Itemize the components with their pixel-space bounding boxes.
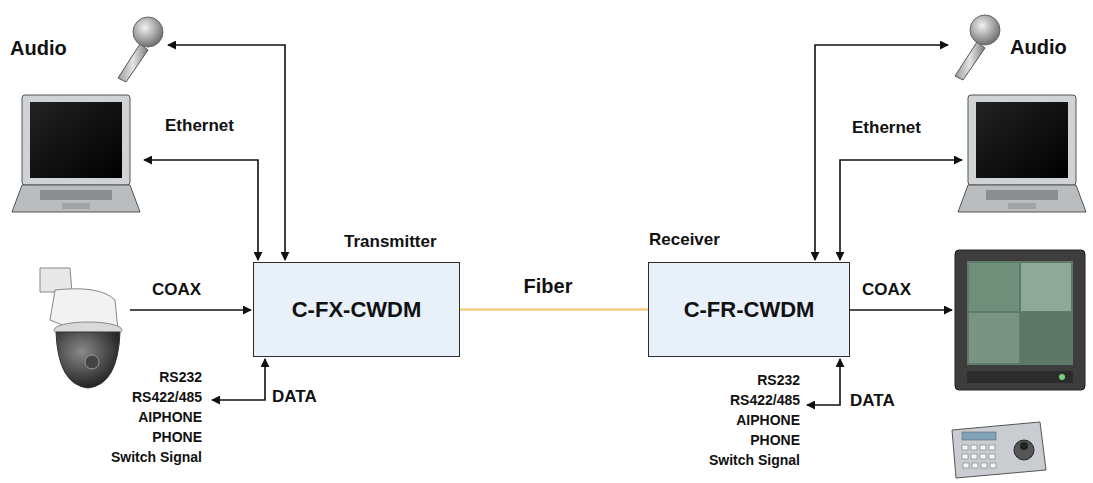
signal-label: COAX: [862, 280, 911, 300]
signal-label: Switch Signal: [709, 452, 800, 468]
signal-label: COAX: [152, 280, 201, 300]
microphone-icon: [118, 17, 163, 82]
device-name: C-FX-CWDM: [292, 297, 422, 323]
device-heading: Receiver: [649, 230, 720, 250]
laptop-icon: [958, 95, 1086, 212]
signal-label: Audio: [1010, 36, 1067, 59]
microphone-icon: [955, 15, 1000, 80]
converter-box: ReceiverC-FR-CWDM: [648, 262, 850, 357]
link-label: Fiber: [521, 275, 576, 298]
dome-camera-icon: [40, 268, 122, 388]
signal-label: RS232: [757, 372, 800, 388]
signal-label: Ethernet: [165, 116, 234, 136]
signal-label: AIPHONE: [736, 412, 800, 428]
signal-label: AIPHONE: [138, 409, 202, 425]
fiber-link: [460, 309, 648, 311]
signal-label: DATA: [272, 387, 317, 407]
signal-label: Switch Signal: [111, 449, 202, 465]
signal-label: RS422/485: [132, 389, 202, 405]
signal-label: RS232: [159, 369, 202, 385]
monitor-icon: [955, 250, 1085, 390]
control-keyboard-icon: [952, 422, 1046, 478]
signal-label: RS422/485: [730, 392, 800, 408]
device-heading: Transmitter: [344, 232, 437, 252]
converter-box: TransmitterC-FX-CWDM: [253, 262, 460, 357]
signal-label: PHONE: [750, 432, 800, 448]
signal-label: DATA: [850, 391, 895, 411]
signal-label: Audio: [10, 37, 67, 60]
signal-label: Ethernet: [852, 118, 921, 138]
laptop-icon: [12, 95, 140, 212]
signal-label: PHONE: [152, 429, 202, 445]
device-name: C-FR-CWDM: [684, 297, 815, 323]
